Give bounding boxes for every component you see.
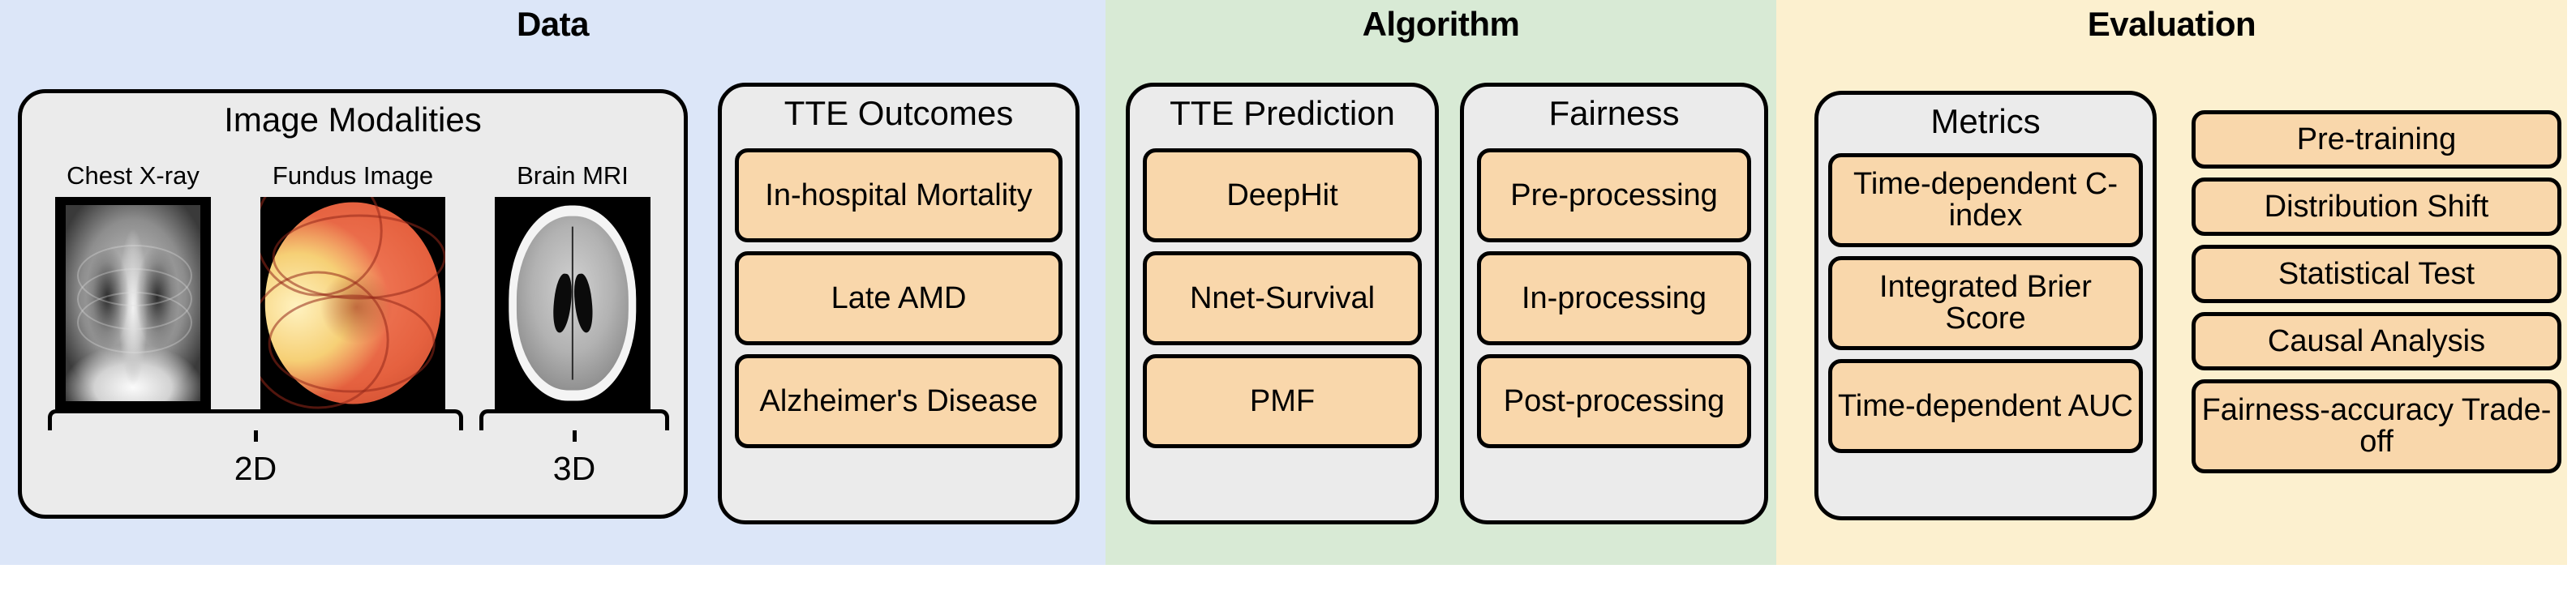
- fairness-item[interactable]: In-processing: [1477, 251, 1751, 345]
- bracket-2d: 2D: [48, 409, 463, 488]
- fairness-list: Pre-processing In-processing Post-proces…: [1477, 148, 1751, 448]
- fundus-retina-image: [260, 197, 445, 409]
- section-title-data: Data: [516, 5, 590, 43]
- tte-prediction-item[interactable]: Nnet-Survival: [1143, 251, 1422, 345]
- metrics-item[interactable]: Time-dependent C-index: [1828, 153, 2143, 247]
- metrics-title: Metrics: [1930, 102, 2041, 140]
- section-title-evaluation: Evaluation: [2087, 5, 2256, 43]
- modality-chest-xray: Chest X-ray: [32, 161, 234, 409]
- evaluation-aspect-item[interactable]: Pre-training: [2192, 110, 2561, 169]
- fairness-item[interactable]: Post-processing: [1477, 354, 1751, 448]
- bracket-3d: 3D: [479, 409, 669, 488]
- fairness-item[interactable]: Pre-processing: [1477, 148, 1751, 242]
- metrics-item[interactable]: Time-dependent AUC: [1828, 359, 2143, 453]
- image-modalities-title: Image Modalities: [224, 100, 482, 139]
- tte-prediction-list: DeepHit Nnet-Survival PMF: [1143, 148, 1422, 448]
- modality-fundus-image: Fundus Image: [251, 161, 454, 409]
- image-modalities-card: Image Modalities Chest X-ray Fundus Imag…: [18, 89, 688, 519]
- tte-prediction-item[interactable]: DeepHit: [1143, 148, 1422, 242]
- chest-xray-thumbnail: [55, 197, 211, 409]
- section-title-algorithm: Algorithm: [1362, 5, 1520, 43]
- tte-outcome-item[interactable]: Late AMD: [735, 251, 1063, 345]
- brain-mri-thumbnail: [495, 197, 650, 409]
- metrics-list: Time-dependent C-index Integrated Brier …: [1828, 153, 2143, 453]
- tte-prediction-title: TTE Prediction: [1170, 94, 1395, 132]
- evaluation-aspects-list: Pre-training Distribution Shift Statisti…: [2192, 110, 2561, 473]
- fairness-card: Fairness Pre-processing In-processing Po…: [1460, 83, 1768, 524]
- metrics-card: Metrics Time-dependent C-index Integrate…: [1814, 91, 2157, 520]
- tte-outcomes-list: In-hospital Mortality Late AMD Alzheimer…: [735, 148, 1063, 448]
- tte-outcomes-title: TTE Outcomes: [784, 94, 1014, 132]
- evaluation-aspect-item[interactable]: Causal Analysis: [2192, 312, 2561, 370]
- bracket-label-3d: 3D: [552, 450, 596, 487]
- chest-xray-image: [66, 205, 200, 401]
- tte-prediction-item[interactable]: PMF: [1143, 354, 1422, 448]
- modality-label-brain-mri: Brain MRI: [517, 161, 629, 190]
- evaluation-aspect-item[interactable]: Statistical Test: [2192, 245, 2561, 303]
- fairness-title: Fairness: [1548, 94, 1680, 132]
- tte-prediction-card: TTE Prediction DeepHit Nnet-Survival PMF: [1126, 83, 1439, 524]
- modality-label-chest-xray: Chest X-ray: [67, 161, 200, 190]
- modality-brain-mri: Brain MRI: [471, 161, 674, 409]
- fundus-image-thumbnail: [260, 197, 445, 409]
- tte-outcome-item[interactable]: In-hospital Mortality: [735, 148, 1063, 242]
- evaluation-aspect-item[interactable]: Distribution Shift: [2192, 177, 2561, 236]
- bracket-label-2d: 2D: [234, 450, 277, 487]
- metrics-item[interactable]: Integrated Brier Score: [1828, 256, 2143, 350]
- tte-outcome-item[interactable]: Alzheimer's Disease: [735, 354, 1063, 448]
- mri-brain-parenchyma: [516, 216, 629, 391]
- modality-thumbnail-row: Chest X-ray Fundus Image: [32, 161, 674, 409]
- tte-outcomes-card: TTE Outcomes In-hospital Mortality Late …: [718, 83, 1080, 524]
- dimensionality-brackets: 2D 3D: [35, 409, 671, 511]
- evaluation-aspect-item[interactable]: Fairness-accuracy Trade-off: [2192, 379, 2561, 473]
- modality-label-fundus-image: Fundus Image: [272, 161, 434, 190]
